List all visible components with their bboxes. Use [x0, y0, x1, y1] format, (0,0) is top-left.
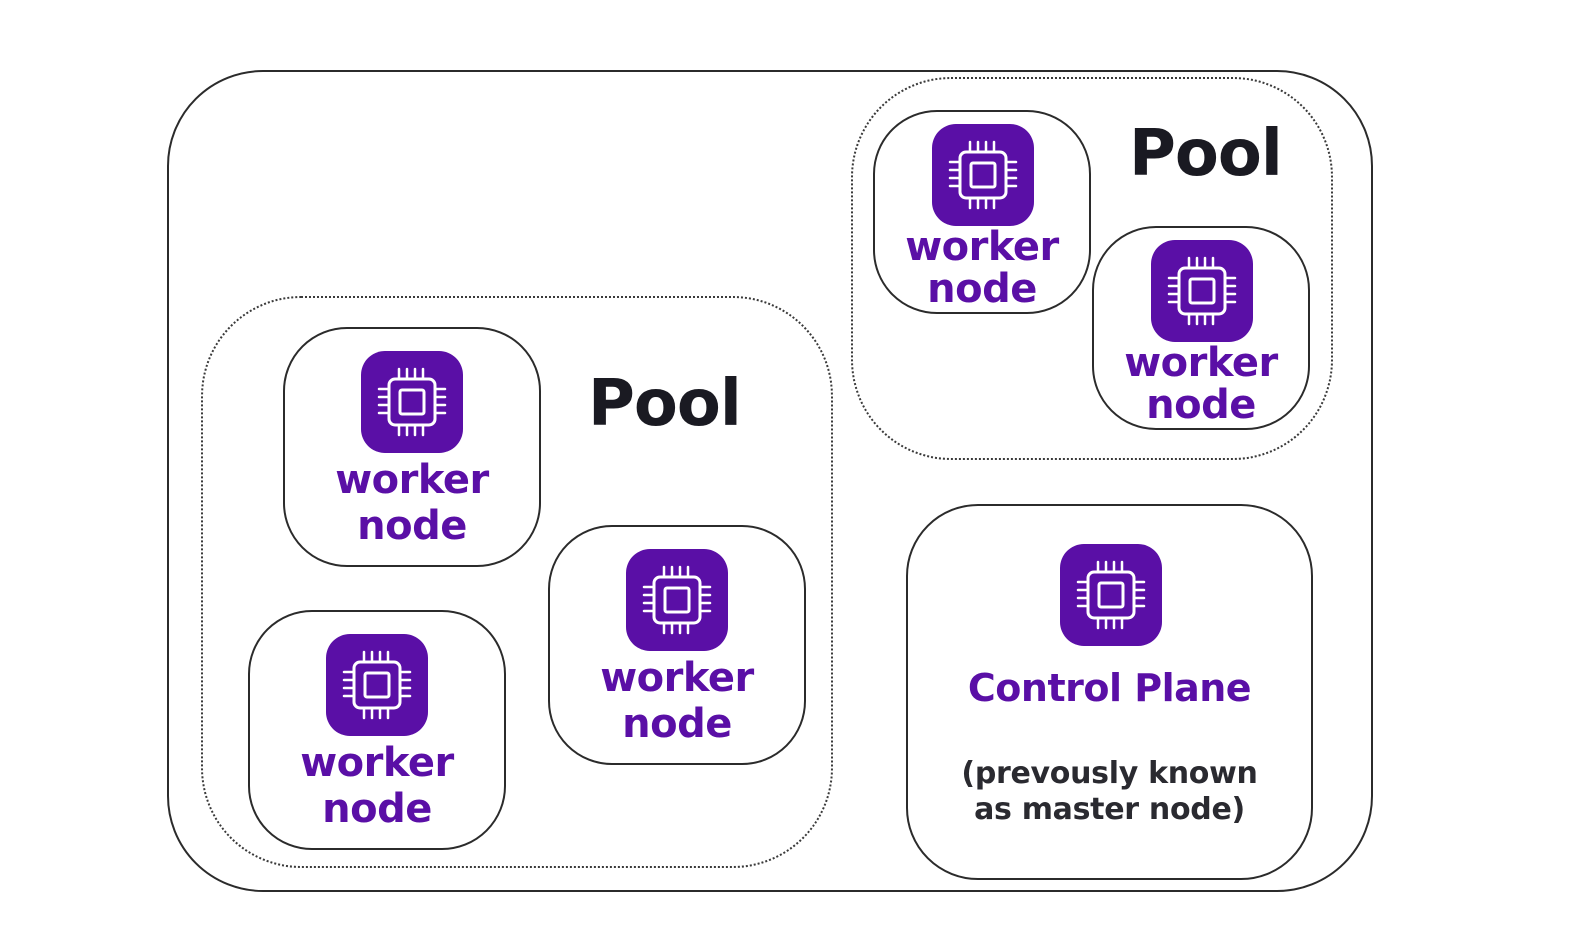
cpu-chip-icon: [326, 634, 428, 736]
control-plane-title: Control Plane: [967, 666, 1252, 710]
worker-node-label: worker node: [335, 457, 489, 549]
pool-left-label: Pool: [588, 367, 742, 441]
worker-node: worker node: [248, 610, 506, 850]
cpu-chip-icon: [1060, 544, 1162, 646]
cluster-boundary: [167, 70, 1373, 892]
worker-node: worker node: [1092, 226, 1310, 430]
pool-right-label: Pool: [1129, 117, 1283, 191]
worker-node: worker node: [873, 110, 1091, 314]
worker-node-label: worker node: [600, 655, 754, 747]
cpu-chip-icon: [626, 549, 728, 651]
worker-node-label: worker node: [905, 224, 1059, 312]
pool-right: [851, 77, 1333, 460]
cpu-chip-icon: [361, 351, 463, 453]
cpu-chip-icon: [1151, 240, 1253, 342]
worker-node-label: worker node: [1124, 340, 1278, 428]
control-plane-subtitle: (prevously known as master node): [961, 756, 1258, 827]
worker-node-label: worker node: [300, 740, 454, 832]
worker-node: worker node: [283, 327, 541, 567]
pool-left: [201, 296, 833, 868]
cpu-chip-icon: [932, 124, 1034, 226]
control-plane-node: Control Plane (prevously known as master…: [906, 504, 1313, 880]
worker-node: worker node: [548, 525, 806, 765]
